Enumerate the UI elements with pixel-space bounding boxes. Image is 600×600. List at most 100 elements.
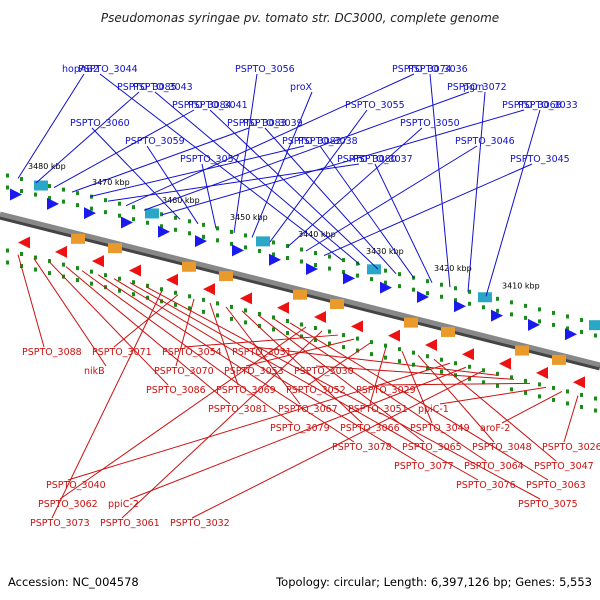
forward-gene-label: hopAB2 xyxy=(62,64,99,75)
reverse-gene-label: PSPTO_3032 xyxy=(170,518,230,529)
reverse-leader xyxy=(225,306,301,405)
forward-gene-label: PSPTO_3056 xyxy=(235,64,295,75)
ring-dot xyxy=(6,260,9,265)
ring-dot xyxy=(580,392,583,397)
ring-dot xyxy=(468,289,471,294)
ring-dot xyxy=(356,273,359,278)
forward-leader xyxy=(201,163,217,229)
forward-gene-label: PSPTO_3057 xyxy=(180,154,240,165)
accession-text: Accession: NC_004578 xyxy=(8,575,139,589)
ring-dot xyxy=(76,278,79,283)
forward-gene-label: PSPTO_3080 xyxy=(337,154,397,165)
forward-leader xyxy=(319,145,415,279)
ring-dot xyxy=(118,276,121,281)
backbone-line xyxy=(0,211,600,368)
ring-dot xyxy=(468,301,471,306)
forward-leader xyxy=(467,91,486,292)
ring-dot xyxy=(230,241,233,246)
feature-block xyxy=(219,271,233,282)
ring-dot xyxy=(34,255,37,260)
forward-leader xyxy=(429,73,451,288)
forward-gene-label: PSPTO_3085 xyxy=(117,82,177,93)
forward-leader xyxy=(269,109,368,243)
reverse-leader xyxy=(501,390,563,424)
forward-gene-label: PSPTO_3041 xyxy=(188,100,248,111)
map-title: Pseudomonas syringae pv. tomato str. DC3… xyxy=(101,11,499,25)
reverse-leader xyxy=(129,366,467,500)
ring-dot xyxy=(160,212,163,217)
ring-dot xyxy=(552,322,555,327)
ring-dot xyxy=(62,199,65,204)
reverse-gene-label: PSPTO_3054 xyxy=(162,347,222,358)
ring-dot xyxy=(370,277,373,282)
reverse-leader xyxy=(257,314,425,443)
ring-dot xyxy=(174,302,177,307)
tick-label: 3480 kbp xyxy=(28,162,66,171)
ring-dot xyxy=(468,376,471,381)
ring-dot xyxy=(356,348,359,353)
ring-dot xyxy=(202,234,205,239)
reverse-leader xyxy=(289,322,549,481)
reverse-leader xyxy=(113,294,179,348)
gene-tracks xyxy=(10,180,600,389)
reverse-leader xyxy=(145,286,541,500)
forward-leader xyxy=(154,91,361,265)
ring-dot xyxy=(132,205,135,210)
feature-block xyxy=(108,243,122,254)
forward-gene-label: PSPTO_3055 xyxy=(345,100,405,111)
reverse-gene-label: PSPTO_3031 xyxy=(232,347,292,358)
ring-dot xyxy=(216,313,219,318)
reverse-gene-label: PSPTO_3026 xyxy=(542,442,600,453)
ring-dot xyxy=(454,298,457,303)
tick-label: 3470 kbp xyxy=(92,178,130,187)
reverse-leader xyxy=(17,254,45,348)
ring-dot xyxy=(20,252,23,257)
ring-dot xyxy=(440,294,443,299)
feature-block xyxy=(182,261,196,272)
forward-gene-label: PSPTO_3083 xyxy=(227,118,287,129)
ring-dot xyxy=(104,198,107,203)
ring-dot xyxy=(286,330,289,335)
feature-block xyxy=(71,233,85,244)
ring-dot xyxy=(384,343,387,348)
forward-gene-arrow xyxy=(454,300,466,313)
ring-dot xyxy=(146,295,149,300)
forward-gene-arrow xyxy=(84,207,96,220)
reverse-gene-label: PSPTO_3030 xyxy=(294,366,354,377)
ring-dot xyxy=(328,254,331,259)
forward-gene-label: PSPTO_3033 xyxy=(518,100,578,111)
reverse-gene-label: PSPTO_3088 xyxy=(22,347,82,358)
reverse-gene-label: PSPTO_3029 xyxy=(356,385,416,396)
ring-dot xyxy=(356,261,359,266)
reverse-gene-label: PSPTO_3076 xyxy=(456,480,516,491)
forward-gene-label: PSPTO_3074 xyxy=(392,64,452,75)
forward-gene-label: PSPTO_3045 xyxy=(510,154,570,165)
ring-dot xyxy=(370,340,373,345)
ring-dot xyxy=(244,245,247,250)
forward-gene-arrow xyxy=(47,197,59,210)
forward-leader xyxy=(233,73,258,233)
ring-dot xyxy=(524,315,527,320)
forward-leader xyxy=(374,163,433,283)
ring-dot xyxy=(202,309,205,314)
forward-gene-arrow xyxy=(232,244,244,257)
ring-dot xyxy=(118,213,121,218)
reverse-gene-arrow xyxy=(425,338,437,351)
ring-dot xyxy=(328,266,331,271)
forward-leader xyxy=(107,163,360,202)
ring-dot xyxy=(300,259,303,264)
gene-labels: hopAB2PSPTO_3085PSPTO_3084PSPTO_3083PSPT… xyxy=(22,64,600,529)
forward-gene-label: PSPTO_3059 xyxy=(125,136,185,147)
reverse-leader xyxy=(121,330,323,519)
ring-dot xyxy=(48,196,51,201)
ring-dot xyxy=(496,371,499,376)
reverse-gene-arrow xyxy=(18,236,30,249)
ring-dot xyxy=(62,187,65,192)
reverse-gene-label: PSPTO_3067 xyxy=(278,404,338,415)
ring-dot xyxy=(160,224,163,229)
ring-dot xyxy=(160,299,163,304)
feature-block xyxy=(441,326,455,337)
ring-dot xyxy=(188,306,191,311)
reverse-leader xyxy=(175,298,195,367)
feature-block xyxy=(367,264,381,275)
